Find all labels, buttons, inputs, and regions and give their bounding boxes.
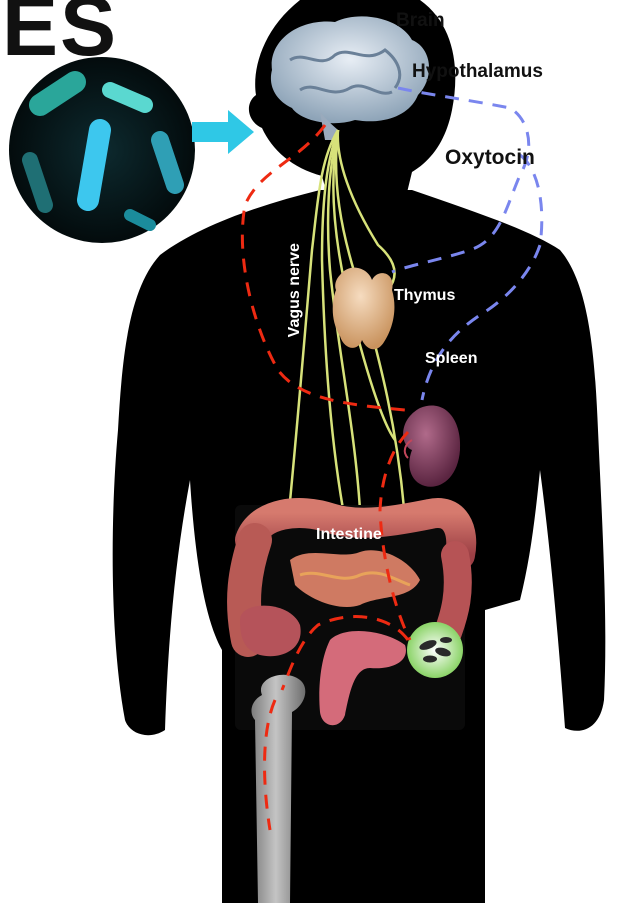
intestine-label: Intestine [316, 526, 382, 544]
bacteria-image [9, 57, 195, 243]
thymus-image [333, 268, 395, 350]
title-fragment: ES [2, 0, 118, 75]
spleen-image [403, 406, 460, 487]
spleen-label: Spleen [425, 350, 477, 368]
bone-marrow-label-line2: marrow [152, 690, 234, 707]
hypothalamus-label: Hypothalamus [412, 61, 543, 83]
arrow-icon [192, 110, 254, 154]
vagus-nerve-label: Vagus nerve [286, 235, 304, 345]
microbiota-badge [407, 622, 463, 678]
bone-marrow-label: Bone marrow [152, 673, 234, 708]
thymus-label: Thymus [394, 287, 455, 305]
oxytocin-label: Oxytocin [445, 146, 535, 170]
bone-marrow-label-line1: Bone [152, 673, 234, 690]
brain-label: Brain [396, 10, 445, 32]
